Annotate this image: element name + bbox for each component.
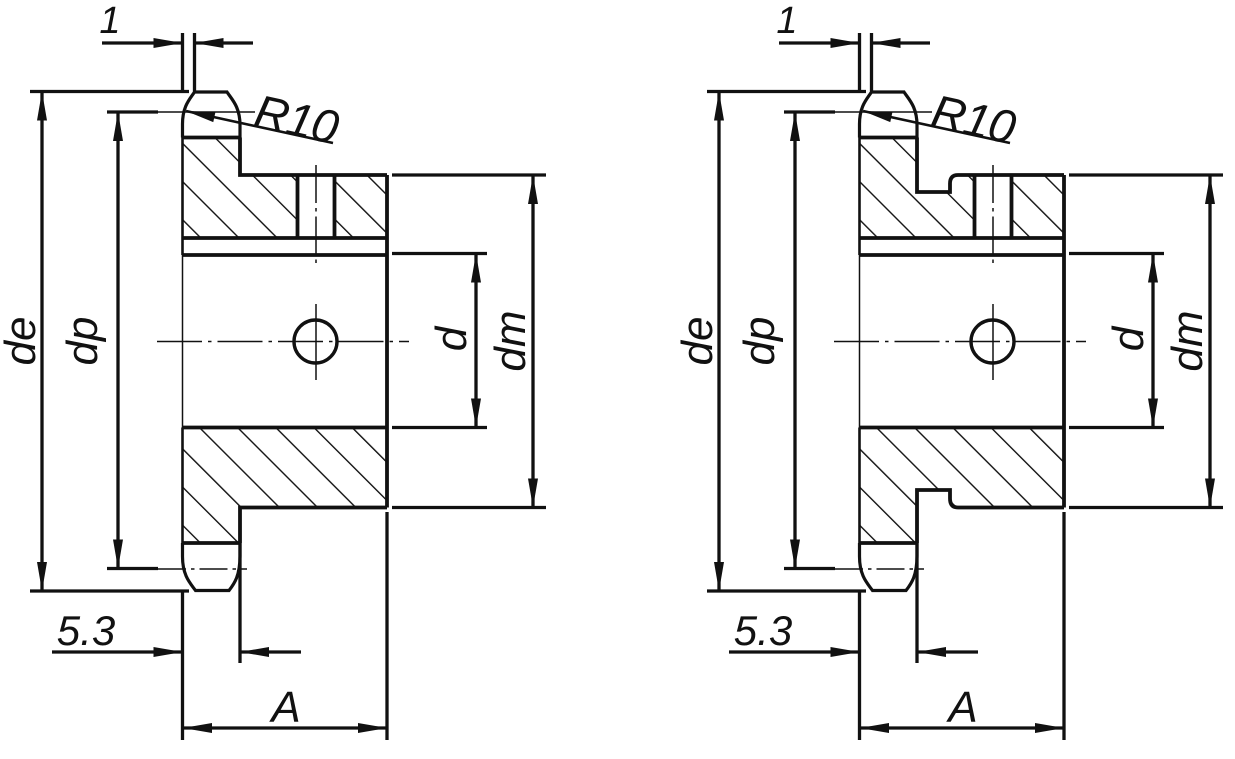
hub-bottom-edge-recessed xyxy=(915,488,1064,543)
hub-top-edge xyxy=(238,137,387,177)
hub-top-edge-recessed xyxy=(915,137,1064,194)
hatch-hub-bottom xyxy=(917,427,1064,508)
hub-bottom-edge xyxy=(238,505,387,543)
hatch-hub-bottom xyxy=(240,427,387,508)
hatch-hub-top-left xyxy=(917,175,975,238)
hatch-hub-top-right xyxy=(1011,175,1064,238)
figure-flat-hub xyxy=(0,0,546,740)
figure-recessed-hub xyxy=(673,0,1223,740)
hatch-hub-top-left xyxy=(240,175,298,238)
hatch-hub-top-right xyxy=(334,175,387,238)
